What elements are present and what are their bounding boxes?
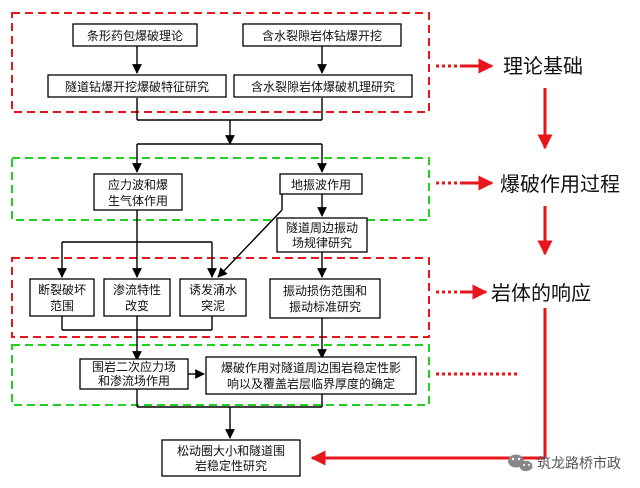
watermark: 筑龙路桥市政 [508,454,621,472]
svg-text:和渗流场作用: 和渗流场作用 [98,373,170,388]
svg-text:诱发涌水: 诱发涌水 [189,282,237,297]
node-damage-standard: 振动损伤范围和 振动标准研究 [269,278,381,319]
node-strip-charge: 条形药包爆破理论 [72,23,198,47]
response-region [11,257,430,338]
svg-text:条形药包爆破理论: 条形药包爆破理论 [87,28,183,43]
svg-text:隧道钻爆开挖爆破特征研究: 隧道钻爆开挖爆破特征研究 [65,79,209,94]
connectors [57,46,327,439]
node-stress-wave: 应力波和爆 生气体作用 [93,173,183,211]
svg-text:含水裂隙岩体钻爆开挖: 含水裂隙岩体钻爆开挖 [262,28,382,43]
node-water-inrush: 诱发涌水 突泥 [179,278,247,317]
svg-text:围岩二次应力场: 围岩二次应力场 [92,359,176,374]
svg-text:含水裂隙岩体爆破机理研究: 含水裂隙岩体爆破机理研究 [251,79,395,94]
interaction-region [11,344,430,406]
svg-text:响以及覆盖岩层临界厚度的确定: 响以及覆盖岩层临界厚度的确定 [227,376,395,391]
process-region [11,157,430,221]
svg-text:振动标准研究: 振动标准研究 [289,299,361,314]
node-fracture-range: 断裂破坏 范围 [29,278,95,317]
node-water-fracture-blasting: 含水裂隙岩体钻爆开挖 [242,23,402,47]
svg-text:场规律研究: 场规律研究 [292,235,352,250]
svg-text:隧道周边振动: 隧道周边振动 [286,220,358,235]
node-seepage-change: 渗流特性 改变 [103,278,171,317]
svg-text:振动损伤范围和: 振动损伤范围和 [283,284,367,298]
label-response: 岩体的响应 [491,281,591,305]
theory-region [11,12,430,113]
svg-text:爆破作用对隧道周边围岩稳定性影: 爆破作用对隧道周边围岩稳定性影 [221,360,401,375]
node-stability-impact: 爆破作用对隧道周边围岩稳定性影 响以及覆盖岩层临界厚度的确定 [205,356,417,395]
svg-text:地振波作用: 地振波作用 [291,178,351,192]
label-theory: 理论基础 [503,54,583,78]
svg-text:松动圈大小和隧道围: 松动圈大小和隧道围 [177,443,285,458]
svg-text:渗流特性: 渗流特性 [113,282,161,297]
wechat-icon [508,454,533,472]
svg-text:断裂破坏: 断裂破坏 [38,282,86,297]
svg-text:范围: 范围 [50,299,74,313]
svg-text:生气体作用: 生气体作用 [108,193,168,208]
svg-text:应力波和爆: 应力波和爆 [108,177,168,192]
label-process: 爆破作用过程 [500,172,620,196]
side-arrows [310,58,553,466]
svg-text:改变: 改变 [125,298,149,313]
node-loose-zone: 松动圈大小和隧道围 岩稳定性研究 [161,439,301,477]
svg-text:岩稳定性研究: 岩稳定性研究 [195,458,267,473]
svg-text:突泥: 突泥 [201,298,225,313]
node-ground-vibration: 地振波作用 [279,173,363,195]
node-water-fracture-mechanism: 含水裂隙岩体爆破机理研究 [233,74,413,98]
watermark-text: 筑龙路桥市政 [537,455,621,472]
node-secondary-field: 围岩二次应力场 和渗流场作用 [79,358,189,390]
node-vibration-law: 隧道周边振动 场规律研究 [276,217,368,253]
node-tunnel-blast-features: 隧道钻爆开挖爆破特征研究 [47,74,227,98]
